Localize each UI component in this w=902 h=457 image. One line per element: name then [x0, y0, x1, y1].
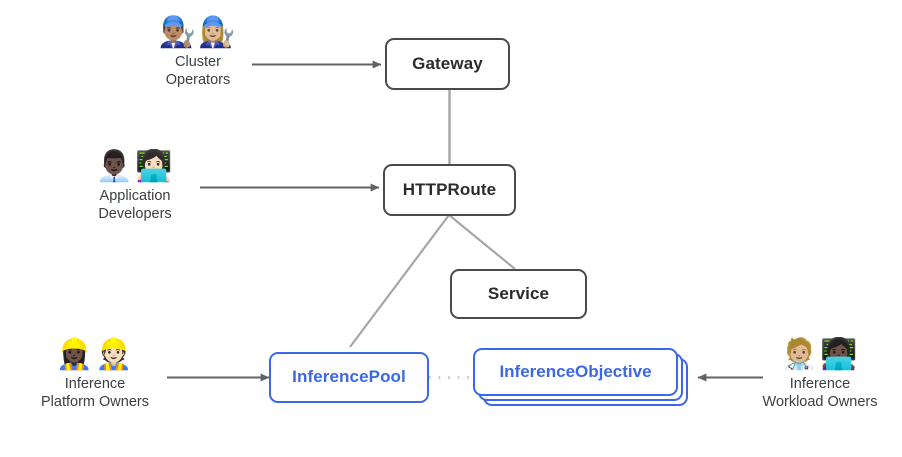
- node-inferenceobjective-stack[interactable]: InferenceObjective: [473, 348, 698, 410]
- persona-inference-platform-owners: 👷🏿‍♀️👷🏻 Inference Platform Owners: [0, 338, 190, 411]
- persona-inference-workload-owners-label: Inference Workload Owners: [762, 376, 878, 410]
- edge-httproute-to-service: [448, 214, 516, 270]
- node-inferenceobjective[interactable]: InferenceObjective: [473, 348, 678, 396]
- persona-application-developers-icons: 👨🏿‍💼👩🏻‍💻: [95, 149, 175, 184]
- persona-cluster-operators-icons: 👨🏽‍🔧👩🏼‍🔧: [158, 15, 238, 50]
- persona-inference-platform-owners-label: Inference Platform Owners: [41, 376, 149, 410]
- node-gateway[interactable]: Gateway: [385, 38, 510, 90]
- edge-httproute-to-inferencepool: [349, 214, 450, 348]
- persona-application-developers-label: Application Developers: [98, 188, 172, 222]
- node-service[interactable]: Service: [450, 269, 587, 319]
- persona-cluster-operators: 👨🏽‍🔧👩🏼‍🔧 Cluster Operators: [103, 16, 293, 89]
- persona-inference-workload-owners: 🧑🏼‍⚕️👩🏿‍💻 Inference Workload Owners: [725, 338, 902, 411]
- node-inferencepool[interactable]: InferencePool: [269, 352, 429, 403]
- persona-inference-workload-owners-icons: 🧑🏼‍⚕️👩🏿‍💻: [780, 337, 860, 372]
- persona-application-developers: 👨🏿‍💼👩🏻‍💻 Application Developers: [40, 150, 230, 223]
- node-service-label: Service: [487, 283, 550, 303]
- node-gateway-label: Gateway: [412, 53, 483, 73]
- node-inferencepool-label: InferencePool: [292, 367, 406, 387]
- persona-cluster-operators-label: Cluster Operators: [165, 54, 231, 88]
- node-httproute[interactable]: HTTPRoute: [383, 164, 516, 216]
- node-httproute-label: HTTPRoute: [402, 179, 497, 199]
- persona-inference-platform-owners-icons: 👷🏿‍♀️👷🏻: [55, 337, 135, 372]
- node-inferenceobjective-label: InferenceObjective: [499, 362, 652, 381]
